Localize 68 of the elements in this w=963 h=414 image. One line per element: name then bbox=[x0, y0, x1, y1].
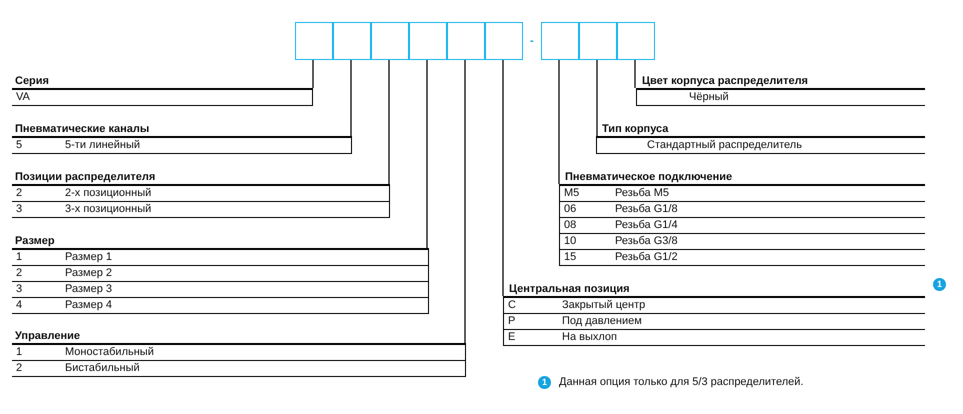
leader-line bbox=[502, 60, 504, 296]
option-description: Резьба G1/8 bbox=[615, 203, 678, 216]
option-description: Резьба M5 bbox=[615, 187, 670, 200]
option-code: 3 bbox=[16, 203, 22, 216]
option-description: Размер 1 bbox=[65, 251, 112, 264]
leader-line bbox=[464, 60, 466, 343]
footnote-text: Данная опция только для 5/3 распределителей. bbox=[559, 376, 804, 389]
leader-line bbox=[350, 60, 352, 136]
leader-line bbox=[426, 60, 428, 248]
code-box bbox=[447, 22, 485, 60]
option-code: P bbox=[508, 315, 516, 328]
table-heading: Пневматическое подключение bbox=[565, 171, 732, 184]
option-description: Размер 4 bbox=[65, 299, 112, 312]
option-code: 5 bbox=[16, 139, 22, 152]
table-heading: Цвет корпуса распределителя bbox=[642, 75, 808, 88]
option-code: E bbox=[508, 331, 516, 344]
table-heading: Позиции распределителя bbox=[15, 171, 156, 184]
option-description: Размер 3 bbox=[65, 283, 112, 296]
code-box bbox=[485, 22, 523, 60]
option-description: Закрытый центр bbox=[562, 299, 646, 312]
table-heading: Тип корпуса bbox=[602, 123, 668, 136]
leader-line bbox=[312, 60, 314, 88]
option-code: M5 bbox=[564, 187, 580, 200]
code-box bbox=[579, 22, 617, 60]
option-description: Размер 2 bbox=[65, 267, 112, 280]
option-description: Резьба G1/2 bbox=[615, 251, 678, 264]
option-code: 08 bbox=[564, 219, 576, 232]
option-code: 1 bbox=[16, 251, 22, 264]
table-heading: Пневматические каналы bbox=[15, 123, 150, 136]
leader-line bbox=[558, 60, 560, 184]
leader-line bbox=[634, 60, 636, 88]
code-box bbox=[617, 22, 655, 60]
table-heading: Управление bbox=[15, 330, 80, 343]
leader-line bbox=[596, 60, 598, 136]
footnote-marker: 1 bbox=[933, 278, 946, 291]
leader-line bbox=[388, 60, 390, 184]
option-code: 2 bbox=[16, 362, 22, 375]
code-box bbox=[371, 22, 409, 60]
option-code: VA bbox=[16, 91, 30, 104]
option-description: Стандартный распределитель bbox=[647, 139, 802, 152]
option-description: 2-х позиционный bbox=[65, 187, 152, 200]
option-code: 1 bbox=[16, 346, 22, 359]
table-heading: Центральная позиция bbox=[509, 283, 630, 296]
option-description: Под давлением bbox=[562, 315, 642, 328]
table-heading: Серия bbox=[15, 75, 49, 88]
code-box bbox=[333, 22, 371, 60]
option-description: Резьба G1/4 bbox=[615, 219, 678, 232]
option-code: 4 bbox=[16, 299, 22, 312]
option-description: Бистабильный bbox=[65, 362, 140, 375]
option-code: 06 bbox=[564, 203, 576, 216]
option-description: 5-ти линейный bbox=[65, 139, 140, 152]
option-description: На выхлоп bbox=[562, 331, 617, 344]
option-description: Моностабильный bbox=[65, 346, 154, 359]
option-code: 2 bbox=[16, 187, 22, 200]
option-code: 3 bbox=[16, 283, 22, 296]
table-heading: Размер bbox=[15, 235, 55, 248]
option-description: Резьба G3/8 bbox=[615, 235, 678, 248]
separator-dash: - bbox=[530, 35, 534, 48]
option-code: 15 bbox=[564, 251, 576, 264]
option-code: 2 bbox=[16, 267, 22, 280]
code-box bbox=[541, 22, 579, 60]
code-box bbox=[295, 22, 333, 60]
footnote-marker: 1 bbox=[538, 376, 551, 389]
option-description: 3-х позиционный bbox=[65, 203, 152, 216]
option-code: 10 bbox=[564, 235, 576, 248]
option-code: C bbox=[508, 299, 516, 312]
code-box bbox=[409, 22, 447, 60]
option-description: Чёрный bbox=[689, 91, 729, 104]
